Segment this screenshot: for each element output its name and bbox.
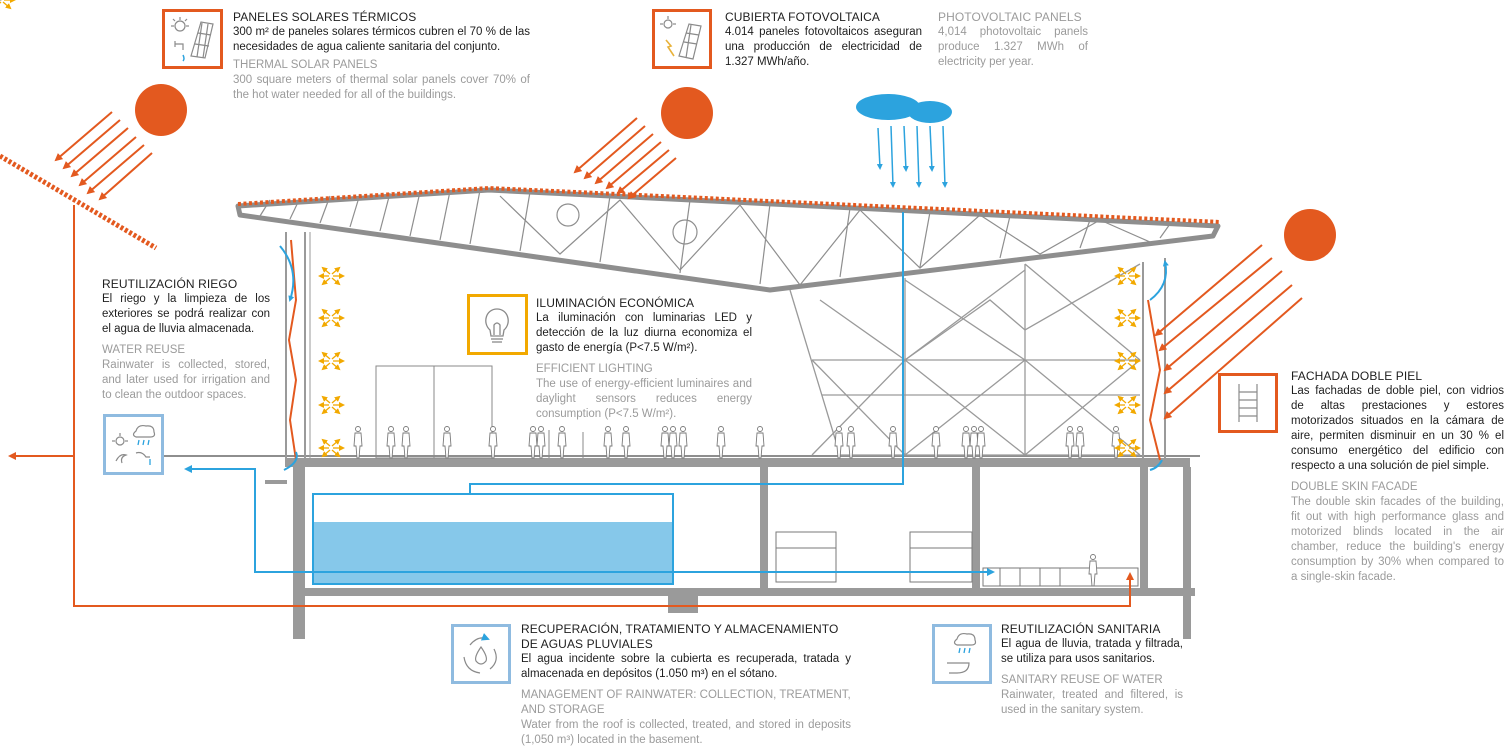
facade-title-en: DOUBLE SKIN FACADE [1291,481,1418,493]
interior-doors [375,365,584,459]
reuse-text-en: Rainwater is collected, stored, and late… [102,359,270,401]
pv-title-en: PHOTOVOLTAIC PANELS [938,10,1082,24]
pv-icon-box [652,9,712,69]
roof [235,187,1221,293]
irrigation-icon [112,424,156,465]
facade-block: FACHADA DOBLE PIEL Las fachadas de doble… [1291,369,1504,585]
lightning-panel-icon [660,16,702,60]
sanitary-text-en: Rainwater, treated and filtered, is used… [1001,689,1183,716]
pv-block-en: PHOTOVOLTAIC PANELS 4,014 photovoltaic p… [938,10,1088,70]
sun-icon [661,87,713,139]
sun-panel-icon [171,17,214,62]
thermal-icon-box [162,9,223,69]
thermal-text-en: 300 square meters of thermal solar panel… [233,74,530,101]
sanitary-block: REUTILIZACIÓN SANITARIA El agua de lluvi… [1001,622,1183,718]
double-skin-facade-icon [1238,384,1258,422]
roof-solar-panels [237,185,1221,224]
light-arrows [0,0,1139,456]
thermal-text: 300 m² de paneles solares térmicos cubre… [233,26,530,53]
reuse-text: El riego y la limpieza de los exteriores… [102,293,270,335]
basement-machines [775,531,1139,587]
lighting-text-en: The use of energy-efficient luminaires a… [536,378,752,420]
hot-water-pipe [8,205,1134,607]
lighting-title: ILUMINACIÓN ECONÓMICA [536,296,695,310]
facade-text-en: The double skin facades of the building,… [1291,496,1504,583]
thermal-title-en: THERMAL SOLAR PANELS [233,59,378,71]
thermal-panel-array [0,153,158,251]
rainwater-title-en: MANAGEMENT OF RAINWATER: COLLECTION, TRE… [521,689,851,716]
rainwater-icon-box [451,624,511,684]
thermal-title: PANELES SOLARES TÉRMICOS [233,10,417,24]
rainwater-title: RECUPERACIÓN, TRATAMIENTO Y ALMACENAMIEN… [521,622,839,651]
thermal-block: PANELES SOLARES TÉRMICOS 300 m² de panel… [233,10,530,103]
rain-drops [876,125,948,188]
water-pipes [184,212,1169,576]
facade-left [285,232,311,458]
sanitary-title: REUTILIZACIÓN SANITARIA [1001,622,1161,636]
irrigation-icon-box [103,414,164,475]
lighting-icon-box [467,294,528,355]
lighting-text: La iluminación con luminarias LED y dete… [536,312,752,354]
sanitary-title-en: SANITARY REUSE OF WATER [1001,674,1163,686]
facade-title: FACHADA DOBLE PIEL [1291,369,1423,383]
facade-icon-box [1218,373,1278,433]
lighting-block: ILUMINACIÓN ECONÓMICA La iluminación con… [536,296,752,422]
pv-block: CUBIERTA FOTOVOLTAICA 4.014 paneles foto… [725,10,922,70]
pv-text: 4.014 paneles fotovoltaicos aseguran una… [725,26,922,68]
reuse-title: REUTILIZACIÓN RIEGO [102,277,238,291]
pv-text-en: 4,014 photovoltaic panels produce 1.327 … [938,26,1088,68]
rainwater-text-en: Water from the roof is collected, treate… [521,719,851,746]
sun-icon [1284,209,1336,261]
rainwater-tank [313,522,673,584]
sanitary-text: El agua de lluvia, tratada y filtrada, s… [1001,638,1183,665]
recycle-water-drop-icon [463,633,497,674]
roof-trusses [259,189,1171,286]
sun-icon [135,84,187,136]
solar-rays [54,111,1303,420]
sanitary-icon-box [932,624,992,684]
rainwater-block: RECUPERACIÓN, TRATAMIENTO Y ALMACENAMIEN… [521,622,851,748]
light-bulb-icon [485,308,509,343]
facade-right [1142,258,1166,458]
interior-structure [789,263,1141,456]
pv-title: CUBIERTA FOTOVOLTAICA [725,10,881,24]
rain-cloud-icon [856,94,952,123]
lighting-title-en: EFFICIENT LIGHTING [536,363,653,375]
reuse-title-en: WATER REUSE [102,344,186,356]
rain-toilet-icon [947,632,977,674]
basement-structure [265,458,1195,639]
rainwater-text: El agua incidente sobre la cubierta es r… [521,653,851,680]
reuse-block: REUTILIZACIÓN RIEGO El riego y la limpie… [102,277,270,403]
facade-text: Las fachadas de doble piel, con vidrios … [1291,385,1504,472]
